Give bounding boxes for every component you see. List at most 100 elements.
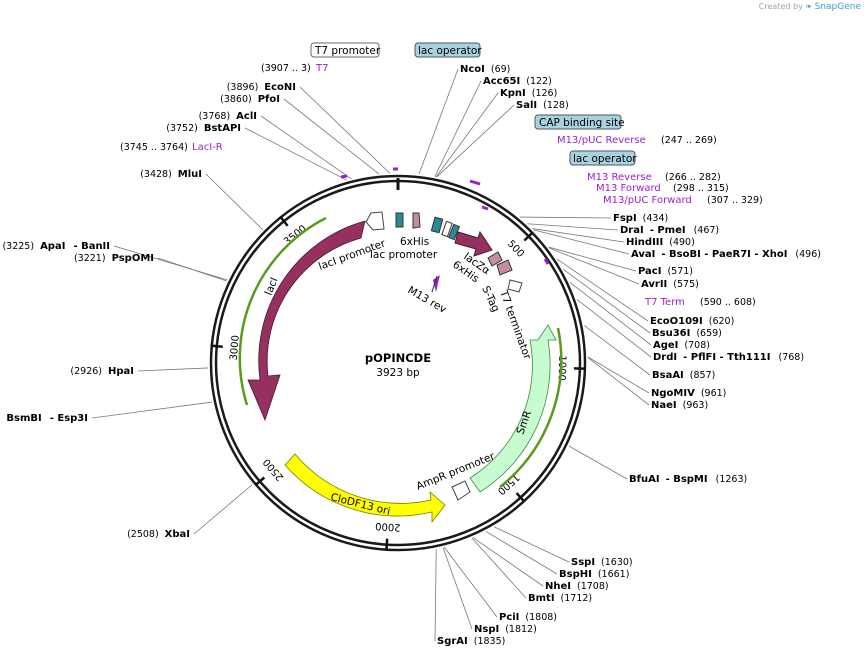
site-leader xyxy=(569,282,652,346)
site-leader xyxy=(556,258,649,322)
site-pspomi: PspOMI(3221) xyxy=(74,253,154,264)
brand-name: SnapGene xyxy=(814,2,861,12)
site-name: SalI xyxy=(516,100,537,111)
site-ngomiv: NgoMIV(961) xyxy=(651,388,726,399)
lac-promoter-arrow xyxy=(412,212,421,229)
site-extra: - Esp3I xyxy=(50,413,88,424)
site-mlui: MluI(3428) xyxy=(140,169,202,180)
lac-operator-box-1-label: lac operator xyxy=(418,45,482,57)
site-name: Bsu36I xyxy=(652,328,690,339)
his6-b-block xyxy=(430,216,444,234)
m13-forward-name: M13 Forward xyxy=(596,183,661,194)
site-ecoo109i: EcoO109I(620) xyxy=(650,316,734,327)
site-leader xyxy=(532,228,625,243)
site-leader xyxy=(471,537,527,599)
site-leader xyxy=(548,246,637,272)
t7-term-arrow xyxy=(507,279,523,293)
site-pos: (434) xyxy=(643,213,669,224)
site-pos: (1630) xyxy=(601,557,633,568)
features xyxy=(238,167,563,524)
m13-puc-reverse-pos: (247 .. 269) xyxy=(661,135,717,146)
site-extra: - PmeI xyxy=(650,225,686,236)
site-name: PspOMI xyxy=(112,253,154,264)
laci-r-mark xyxy=(340,174,348,179)
tick-label: 3500 xyxy=(282,223,309,248)
site-pos: (1708) xyxy=(577,581,609,592)
m13-forward-pos: (298 .. 315) xyxy=(673,183,729,194)
site-leader xyxy=(549,247,640,285)
tick-mark xyxy=(210,344,223,348)
his6-c-block xyxy=(447,223,461,241)
m13-rev-line xyxy=(431,275,438,293)
site-leader xyxy=(436,104,515,178)
site-name: EcoO109I xyxy=(650,316,703,327)
site-nspi: NspI(1812) xyxy=(474,624,537,635)
site-leader xyxy=(485,531,558,575)
site-pcii: PciI(1808) xyxy=(499,612,557,623)
site-leader xyxy=(244,127,347,181)
site-avai: AvaI- BsoBI - PaeR7I - XhoI(496) xyxy=(631,249,821,260)
site-pos: (1835) xyxy=(474,636,506,647)
site-name: BmtI xyxy=(528,593,555,604)
site-pos: (575) xyxy=(673,279,699,290)
site-pos: (3768) xyxy=(199,111,231,122)
site-bsphi: BspHI(1661) xyxy=(559,569,629,580)
lac-operator-box-1 xyxy=(414,42,481,58)
site-name: HindIII xyxy=(626,237,663,248)
site-name: NspI xyxy=(474,624,499,635)
clodf13-label: CloDF13 ori xyxy=(329,491,391,517)
m13-puc-reverse-name: M13/pUC Reverse xyxy=(557,135,646,146)
tick-label: 500 xyxy=(505,239,526,260)
site-leader xyxy=(418,68,459,175)
plasmid-length: 3923 bp xyxy=(376,367,420,379)
site-sgrai: SgrAI(1835) xyxy=(437,636,505,647)
site-pos: (126) xyxy=(532,88,558,99)
site-pos: (3896) xyxy=(227,82,259,93)
site-leader xyxy=(435,92,499,178)
lac-operator-box-2-label: lac operator xyxy=(573,153,637,165)
site-leader xyxy=(576,299,652,358)
t7-term-pos: (590 .. 608) xyxy=(700,297,756,308)
site-leader xyxy=(205,173,263,230)
m13-forward-mark xyxy=(481,205,489,211)
m13-reverse-name: M13 Reverse xyxy=(587,172,652,183)
site-nhei: NheI(1708) xyxy=(545,581,609,592)
site-pos: (768) xyxy=(778,352,804,363)
site-bstapi: BstAPI(3752) xyxy=(166,123,241,134)
site-name: BsmBI xyxy=(6,413,41,424)
t7-name: T7 xyxy=(315,63,328,74)
site-name: SspI xyxy=(571,557,595,568)
lacza-arrow xyxy=(454,230,493,257)
cap-binding-box-label: CAP binding site xyxy=(539,117,625,129)
site-leader xyxy=(442,547,473,630)
clodf13-arrow xyxy=(284,453,446,524)
site-agei: AgeI(708) xyxy=(653,340,710,351)
leader-lines xyxy=(91,68,652,642)
site-drdi: DrdI- PflFI - Tth111I(768) xyxy=(653,352,804,363)
m13-reverse-pos: (266 .. 282) xyxy=(665,172,721,183)
site-avrii: AvrII(575) xyxy=(641,279,699,290)
tick-mark xyxy=(523,231,534,242)
laci-promoter-arrow xyxy=(365,211,385,231)
site-pos: (128) xyxy=(543,100,569,111)
smr-green-track xyxy=(499,327,563,488)
site-pos: (2926) xyxy=(70,366,102,377)
site-name: DrdI xyxy=(653,352,677,363)
site-leader xyxy=(563,269,651,334)
site-pos: (467) xyxy=(694,225,720,236)
site-extra: - BspMI xyxy=(666,474,708,485)
site-leader xyxy=(584,325,651,376)
restriction-sites: NcoI(69)Acc65I(122)KpnI(126)SalI(128)Eco… xyxy=(0,64,821,647)
site-name: NgoMIV xyxy=(651,388,695,399)
laci-r-name: LacI-R xyxy=(192,142,223,153)
site-pos: (571) xyxy=(667,266,693,277)
tick-mark xyxy=(279,215,289,227)
site-pos: (3860) xyxy=(220,94,252,105)
tick-label: 3000 xyxy=(229,335,242,361)
site-leader xyxy=(193,484,253,535)
site-leader xyxy=(443,547,498,618)
site-name: BspHI xyxy=(559,569,592,580)
site-paci: PacI(571) xyxy=(638,266,693,277)
t7-promoter-box-label: T7 promoter xyxy=(314,45,381,57)
